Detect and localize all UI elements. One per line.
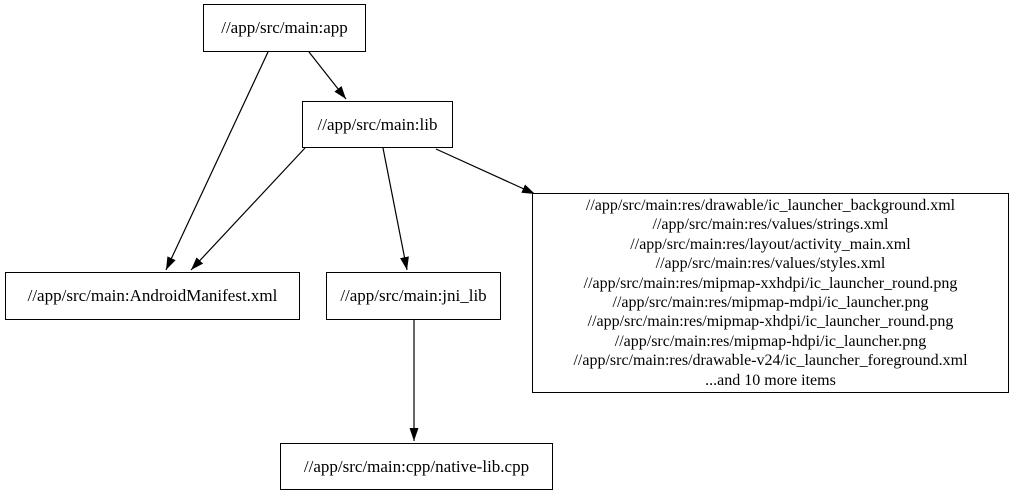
resource-line: //app/src/main:res/layout/activity_main.… <box>630 235 911 253</box>
resource-line-more-items: ...and 10 more items <box>705 371 836 389</box>
resource-line: //app/src/main:res/mipmap-xhdpi/ic_launc… <box>587 313 954 331</box>
edge-lib-to-jni-lib <box>382 147 409 271</box>
resource-line: //app/src/main:res/values/styles.xml <box>655 255 886 273</box>
resource-line: //app/src/main:res/drawable/ic_launcher_… <box>585 196 956 214</box>
edge-lib-to-resources <box>435 148 536 195</box>
node-android-manifest-label: //app/src/main:AndroidManifest.xml <box>27 286 278 305</box>
resource-line: //app/src/main:res/mipmap-mdpi/ic_launch… <box>612 294 929 311</box>
node-lib: //app/src/main:lib <box>302 101 453 148</box>
node-native-lib-cpp-label: //app/src/main:cpp/native-lib.cpp <box>303 456 530 476</box>
node-lib-label: //app/src/main:lib <box>317 114 438 134</box>
node-jni-lib: //app/src/main:jni_lib <box>326 272 501 320</box>
node-native-lib-cpp: //app/src/main:cpp/native-lib.cpp <box>280 443 553 490</box>
node-resources-group: //app/src/main:res/drawable/ic_launcher_… <box>532 193 1009 393</box>
node-app: //app/src/main:app <box>203 4 366 52</box>
node-jni-lib-label: //app/src/main:jni_lib <box>340 286 487 305</box>
edge-lib-to-manifest <box>190 147 306 271</box>
resource-line: //app/src/main:res/mipmap-hdpi/ic_launch… <box>614 332 927 350</box>
node-android-manifest: //app/src/main:AndroidManifest.xml <box>5 272 300 320</box>
node-app-label: //app/src/main:app <box>221 18 348 37</box>
resource-line: //app/src/main:res/mipmap-xxhdpi/ic_laun… <box>583 274 958 292</box>
resource-line: //app/src/main:res/drawable-v24/ic_launc… <box>573 352 968 370</box>
edge-app-to-manifest <box>165 51 269 271</box>
edge-app-to-lib <box>308 51 347 100</box>
resource-line: //app/src/main:res/values/strings.xml <box>652 216 889 234</box>
